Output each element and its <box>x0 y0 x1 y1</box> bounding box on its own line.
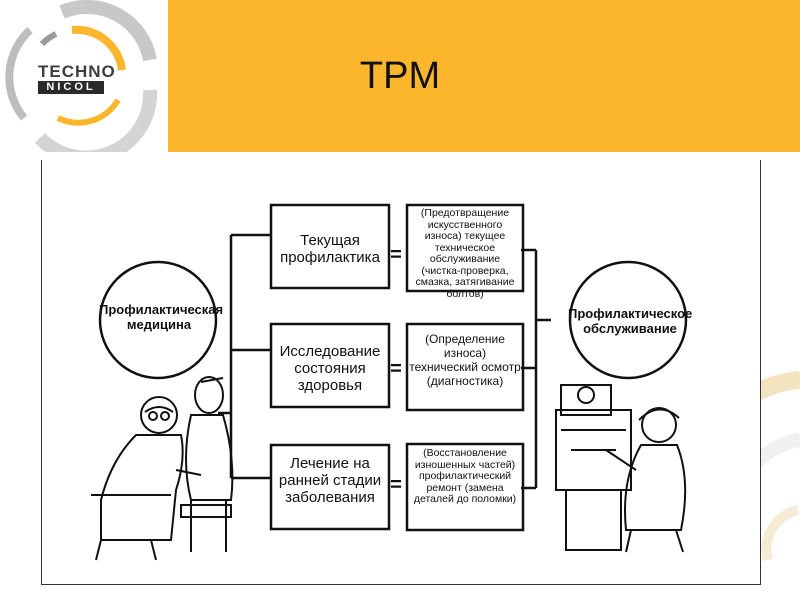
logo-text-nicol: NICOL <box>38 81 104 94</box>
logo-rings-icon <box>5 0 158 152</box>
desc-box-2 <box>405 322 525 412</box>
desc-box-1 <box>405 203 525 293</box>
right-circle-label: Профилактическое обслуживание <box>568 306 693 336</box>
page-title: TPM <box>359 55 441 97</box>
equals-sign-3: = <box>390 474 402 496</box>
term-box-2 <box>269 322 391 409</box>
logo-text-techno: TECHNO <box>38 62 116 81</box>
desc-box-3 <box>405 442 525 532</box>
diagram-frame <box>41 160 761 585</box>
desc-label-1: (Предотвращение искусственного износа) т… <box>415 207 515 300</box>
doctor-patient-illustration-icon <box>91 376 234 561</box>
term-box-3 <box>269 443 391 531</box>
term-label-1: Текущая профилактика <box>280 232 380 266</box>
term-label-3: Лечение на ранней стадии заболевания <box>278 455 382 506</box>
desc-label-3: (Восстановление изношенных частей) профи… <box>413 447 517 505</box>
desc-label-2: (Определение износа) технический осмотр … <box>409 332 521 388</box>
term-box-1 <box>269 203 391 290</box>
term-label-2: Исследование состояния здоровья <box>279 343 381 394</box>
logo: TECHNO NICOL <box>0 0 168 152</box>
left-circle <box>98 260 218 380</box>
right-circle <box>568 260 688 380</box>
tpm-diagram <box>91 203 688 561</box>
equals-sign-2: = <box>390 358 402 380</box>
left-circle-label: Профилактическая медицина <box>99 302 224 332</box>
equals-sign-1: = <box>390 244 402 266</box>
mechanic-machine-illustration-icon <box>555 384 687 553</box>
